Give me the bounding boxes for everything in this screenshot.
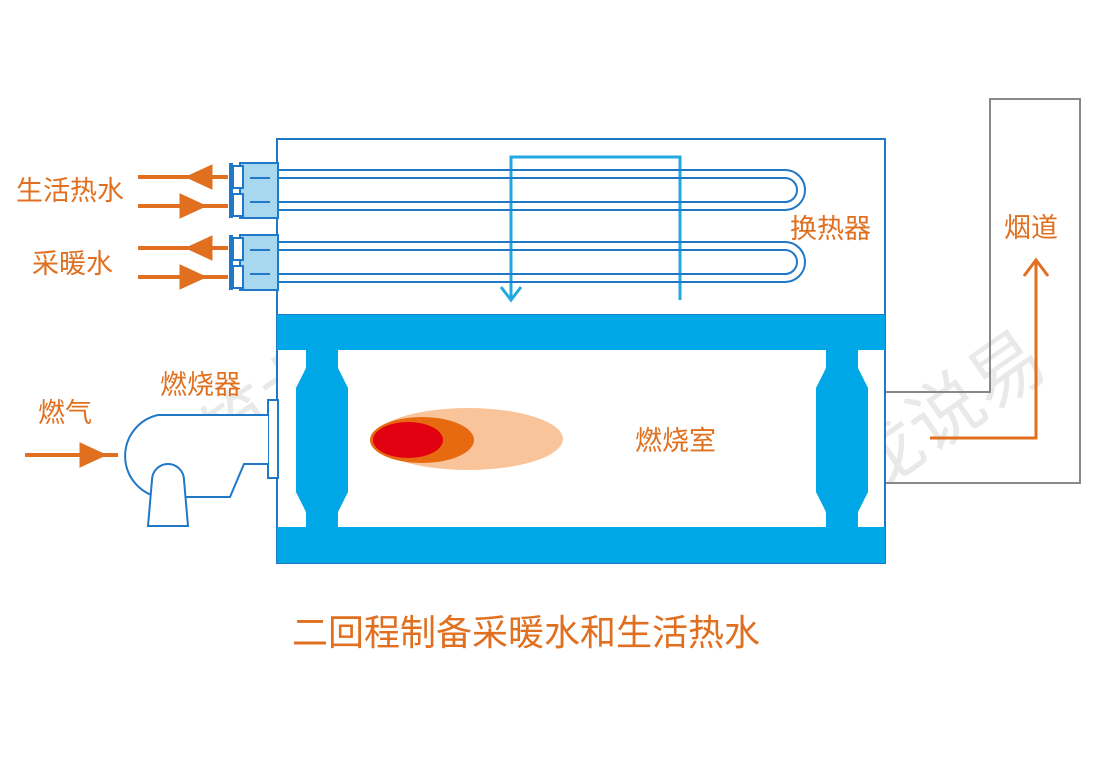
flue-duct bbox=[886, 98, 1081, 484]
heating-water-arrows bbox=[138, 235, 228, 290]
flame bbox=[370, 408, 563, 470]
combustion-chamber bbox=[276, 314, 886, 564]
arrow-up-icon bbox=[1022, 257, 1050, 277]
arrow-right-icon bbox=[179, 193, 208, 219]
arrow-right-icon bbox=[79, 442, 108, 468]
chevron-down-icon bbox=[499, 286, 523, 303]
gas-label: 燃气 bbox=[38, 398, 92, 429]
arrow-left-icon bbox=[184, 235, 213, 261]
combustion-chamber-label: 燃烧室 bbox=[635, 426, 716, 457]
gas-inlet-arrow bbox=[25, 442, 118, 468]
burner-fan-base bbox=[146, 463, 190, 527]
coil-domestic-hot-water bbox=[250, 169, 806, 211]
heat-exchanger-section bbox=[276, 138, 886, 316]
heating-water-label: 采暖水 bbox=[32, 249, 113, 280]
heat-exchanger-label: 换热器 bbox=[790, 214, 871, 245]
arrow-left-icon bbox=[184, 164, 213, 190]
flow-guide bbox=[509, 155, 682, 300]
diagram-caption: 二回程制备采暖水和生活热水 bbox=[292, 613, 760, 654]
burner-label: 燃烧器 bbox=[160, 370, 241, 401]
flue-label: 烟道 bbox=[1004, 213, 1058, 244]
right-baffle bbox=[816, 350, 868, 527]
left-baffle bbox=[296, 350, 348, 527]
pipe-header-heating bbox=[229, 234, 279, 291]
arrow-right-icon bbox=[179, 264, 208, 290]
burner bbox=[124, 399, 279, 527]
domestic-hot-water-label: 生活热水 bbox=[16, 176, 124, 207]
domestic-water-arrows bbox=[138, 164, 228, 219]
flue-gas-flow-arrow bbox=[930, 262, 1038, 440]
coil-heating-water bbox=[250, 241, 806, 283]
pipe-header-domestic bbox=[229, 162, 279, 219]
